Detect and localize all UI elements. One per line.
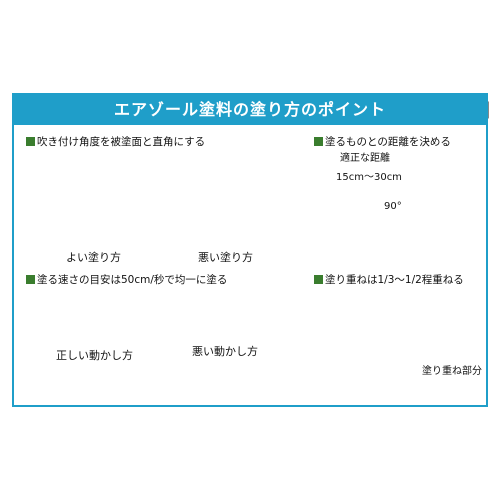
overlap-part-label: 塗り重ね部分 (422, 366, 482, 377)
angle-degree-label: 90° (384, 201, 402, 212)
angle-heading: 吹き付け角度を被塗面と直角にする (26, 136, 205, 148)
bad-angle-label: 悪い塗り方 (198, 251, 253, 264)
proper-distance-label: 適正な距離 (340, 153, 390, 164)
good-angle-label: よい塗り方 (66, 251, 121, 264)
instruction-panel: エアゾール塗料の塗り方のポイント (12, 93, 488, 407)
good-motion-label: 正しい動かし方 (56, 349, 133, 362)
bad-motion-label: 悪い動かし方 (192, 345, 258, 358)
overlap-heading: 塗り重ねは1/3〜1/2程重ねる (314, 274, 464, 286)
speed-heading: 塗る速さの目安は50cm/秒で均一に塗る (26, 274, 227, 286)
distance-heading: 塗るものとの距離を決める (314, 136, 451, 148)
distance-range-label: 15cm〜30cm (336, 172, 402, 183)
panel-title: エアゾール塗料の塗り方のポイント (14, 95, 486, 125)
